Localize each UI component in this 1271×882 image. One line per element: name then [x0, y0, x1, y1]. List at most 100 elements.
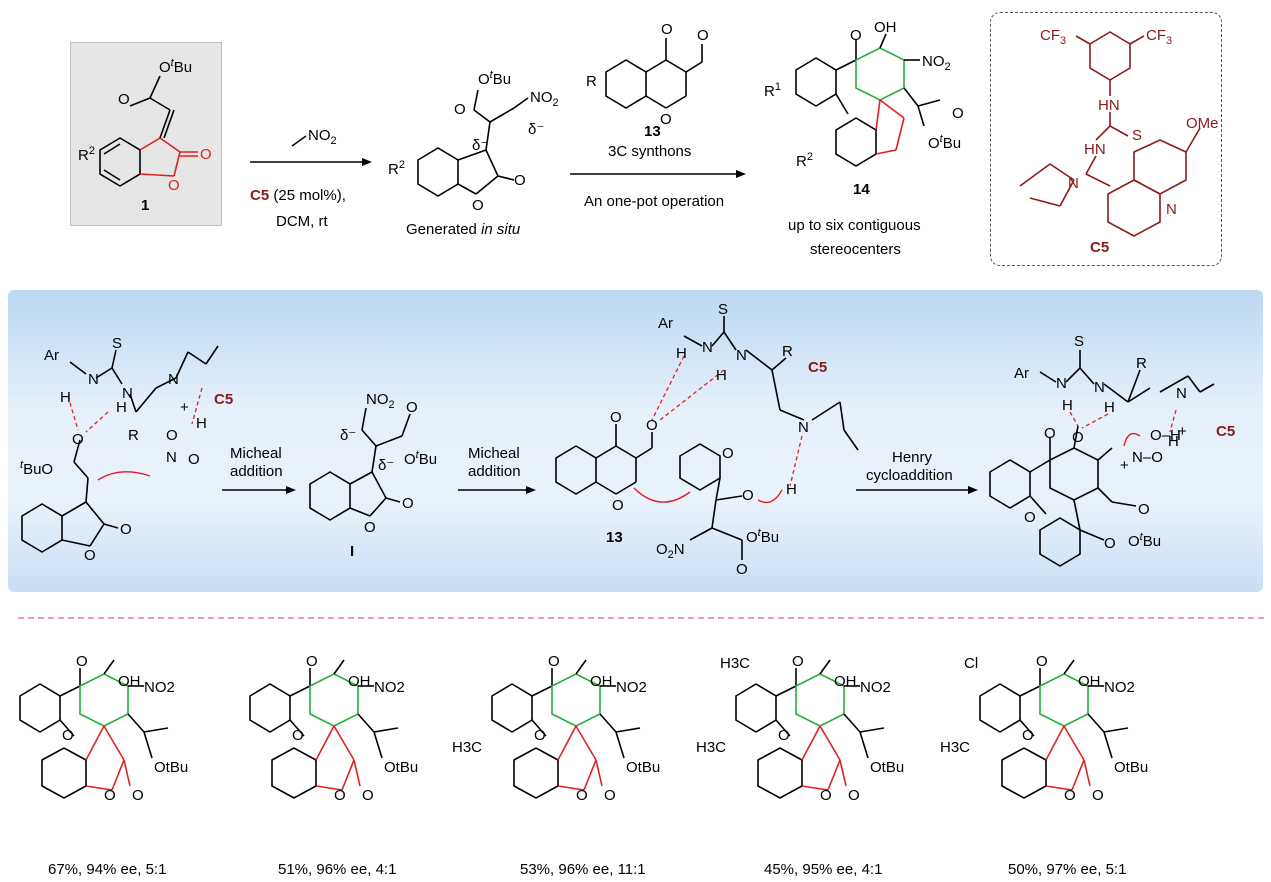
atom-label: O	[1036, 653, 1048, 670]
svg-text:R2: R2	[796, 151, 813, 170]
mechanism-step-3-complex	[989, 350, 1215, 567]
atom-label: O	[362, 787, 374, 804]
svg-text:+: +	[1120, 457, 1129, 474]
atom-label: O	[76, 653, 88, 670]
svg-text:H: H	[196, 415, 207, 432]
svg-text:OtBu: OtBu	[1128, 531, 1161, 550]
atom-label: OH	[834, 673, 857, 690]
intermediate-I	[309, 407, 411, 521]
svg-text:O: O	[364, 519, 376, 536]
svg-text:OtBu: OtBu	[404, 449, 437, 468]
svg-text:O: O	[72, 431, 84, 448]
svg-text:O: O	[742, 487, 754, 504]
svg-text:O: O	[120, 521, 132, 538]
example-yield-caption: 67%, 94% ee, 5:1	[48, 861, 166, 878]
atom-label: OtBu	[870, 759, 904, 776]
atom-label: O	[104, 787, 116, 804]
svg-text:DCM, rt: DCM, rt	[276, 213, 328, 230]
compound-1	[99, 75, 198, 187]
svg-text:NO2: NO2	[922, 53, 951, 73]
svg-text:Ar: Ar	[1014, 365, 1029, 382]
svg-text:N: N	[1166, 201, 1177, 218]
svg-text:O: O	[736, 561, 748, 578]
svg-text:3C synthons: 3C synthons	[608, 143, 691, 160]
svg-text:H: H	[786, 481, 797, 498]
svg-text:C5 (25 mol%),: C5 (25 mol%),	[250, 187, 346, 204]
svg-text:O: O	[166, 427, 178, 444]
svg-text:OtBu: OtBu	[746, 527, 779, 546]
svg-text:NO2: NO2	[308, 127, 337, 147]
svg-text:H: H	[1062, 397, 1073, 414]
svg-text:H: H	[1104, 399, 1115, 416]
svg-text:CF3: CF3	[1146, 27, 1172, 47]
svg-text:CF3: CF3	[1040, 27, 1066, 47]
atom-label: NO2	[860, 679, 891, 696]
svg-text:O: O	[646, 417, 658, 434]
svg-text:R: R	[1136, 355, 1147, 372]
svg-text:O: O	[610, 409, 622, 426]
svg-text:R2: R2	[78, 145, 95, 164]
svg-text:H: H	[1168, 433, 1179, 450]
svg-text:O: O	[406, 399, 418, 416]
svg-text:O: O	[661, 21, 673, 38]
svg-text:O–H: O–H	[1150, 427, 1181, 444]
atom-label: NO2	[616, 679, 647, 696]
example-yield-caption: 50%, 97% ee, 5:1	[1008, 861, 1126, 878]
example-product-3	[491, 659, 641, 799]
atom-label: OtBu	[154, 759, 188, 776]
svg-text:O: O	[612, 497, 624, 514]
curved-arrow-1	[97, 471, 151, 481]
svg-text:N: N	[798, 419, 809, 436]
svg-text:OtBu: OtBu	[928, 133, 961, 152]
atom-label: NO2	[374, 679, 405, 696]
svg-text:N: N	[168, 371, 179, 388]
svg-text:Micheal: Micheal	[230, 445, 282, 462]
svg-text:+: +	[1178, 423, 1187, 440]
svg-text:O: O	[402, 495, 414, 512]
svg-text:O: O	[952, 105, 964, 122]
svg-text:addition: addition	[468, 463, 521, 480]
svg-text:O: O	[200, 146, 212, 163]
svg-text:S: S	[112, 335, 122, 352]
svg-text:N: N	[736, 347, 747, 364]
svg-text:up to six contiguous: up to six contiguous	[788, 217, 921, 234]
svg-text:O: O	[514, 172, 526, 189]
svg-text:An one-pot operation: An one-pot operation	[584, 193, 724, 210]
svg-text:OtBu: OtBu	[478, 69, 511, 88]
svg-text:Ar: Ar	[44, 347, 59, 364]
atom-label: O	[604, 787, 616, 804]
atom-label: O	[576, 787, 588, 804]
atom-label: OtBu	[626, 759, 660, 776]
svg-text:R2: R2	[388, 159, 405, 178]
catalyst-label: C5	[1090, 239, 1109, 256]
svg-text:N: N	[702, 339, 713, 356]
svg-text:O: O	[1138, 501, 1150, 518]
svg-text:cycloaddition: cycloaddition	[866, 467, 953, 484]
svg-text:δ⁻: δ⁻	[340, 427, 356, 444]
substituent-2: H3C	[940, 739, 970, 756]
svg-text:N–O: N–O	[1132, 449, 1163, 466]
atom-label: O	[1022, 727, 1034, 744]
svg-text:S: S	[718, 301, 728, 318]
substituent-2: H3C	[452, 739, 482, 756]
svg-text:H: H	[116, 399, 127, 416]
intermediate-I-label: I	[350, 543, 354, 560]
svg-text:Henry: Henry	[892, 449, 933, 466]
atom-label: O	[848, 787, 860, 804]
atom-label: O	[132, 787, 144, 804]
svg-text:δ⁻: δ⁻	[528, 121, 544, 138]
example-product-2	[249, 659, 399, 799]
svg-text:Micheal: Micheal	[468, 445, 520, 462]
atom-label: O	[1092, 787, 1104, 804]
svg-text:H: H	[716, 367, 727, 384]
svg-text:O2N: O2N	[656, 541, 685, 561]
example-product-1	[19, 659, 169, 799]
svg-text:R: R	[782, 343, 793, 360]
oxygen-label: O	[118, 91, 130, 108]
catalyst-box	[990, 12, 1222, 266]
atom-label: O	[820, 787, 832, 804]
example-yield-caption: 51%, 96% ee, 4:1	[278, 861, 396, 878]
svg-text:addition: addition	[230, 463, 283, 480]
svg-text:C5: C5	[214, 391, 233, 408]
